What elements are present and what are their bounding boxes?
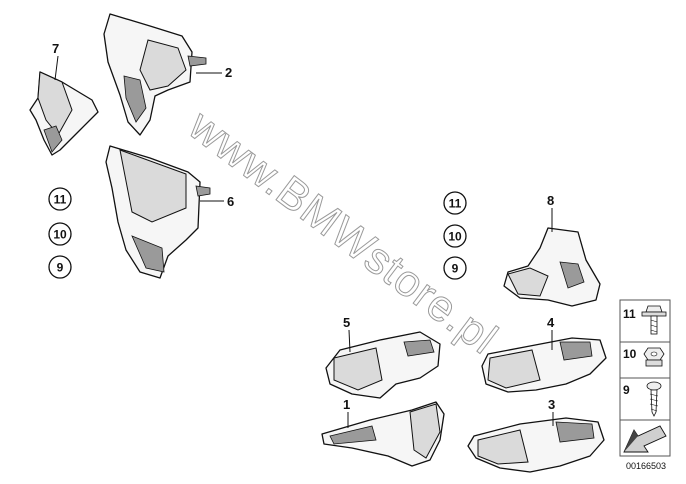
hex-nut-icon bbox=[643, 347, 665, 367]
part-6-drawing bbox=[105, 145, 211, 279]
legend-cell-11 bbox=[619, 299, 671, 343]
circle-left-10-label: 10 bbox=[53, 228, 67, 242]
legend-label-10: 10 bbox=[623, 347, 637, 361]
callout-1: 1 bbox=[343, 397, 350, 412]
circle-right-10-label: 10 bbox=[448, 230, 462, 244]
circle-left-9 bbox=[48, 255, 72, 279]
legend-cell-9 bbox=[619, 377, 671, 421]
part-7-drawing bbox=[29, 71, 99, 156]
callout-3: 3 bbox=[548, 397, 555, 412]
circle-right-11-label: 11 bbox=[449, 197, 462, 211]
circle-left-11-label: 11 bbox=[54, 193, 67, 207]
circle-left-10 bbox=[48, 222, 72, 246]
part-5-drawing bbox=[325, 331, 441, 399]
part-3-drawing bbox=[467, 417, 605, 473]
callout-4: 4 bbox=[547, 315, 555, 330]
callout-8: 8 bbox=[547, 193, 554, 208]
circle-right-10 bbox=[443, 224, 467, 248]
part-7-leader bbox=[54, 55, 59, 81]
circle-right-9-label: 9 bbox=[452, 262, 459, 276]
screw-with-washer-icon bbox=[641, 305, 667, 335]
part-2-drawing bbox=[103, 13, 207, 136]
callout-2: 2 bbox=[225, 65, 232, 80]
legend-label-11: 11 bbox=[623, 307, 636, 321]
legend-label-9: 9 bbox=[623, 383, 630, 397]
part-1-drawing bbox=[321, 401, 445, 467]
fastener-legend: 11 10 9 bbox=[619, 299, 671, 457]
part-5-leader bbox=[348, 329, 351, 353]
self-tapping-screw-icon bbox=[646, 381, 662, 417]
circle-right-9 bbox=[443, 256, 467, 280]
direction-arrow-icon bbox=[623, 425, 667, 453]
callout-5: 5 bbox=[343, 315, 350, 330]
circle-right-11 bbox=[443, 191, 467, 215]
callout-7: 7 bbox=[52, 41, 59, 56]
part-4-drawing bbox=[481, 337, 607, 393]
circle-left-9-label: 9 bbox=[57, 261, 64, 275]
diagram-id: 00166503 bbox=[626, 461, 666, 471]
callout-6: 6 bbox=[227, 194, 234, 209]
circled-numbers-right: 11 10 9 bbox=[443, 191, 467, 280]
part-8-drawing bbox=[503, 227, 601, 307]
circled-numbers-left: 11 10 9 bbox=[48, 187, 72, 279]
circle-left-11 bbox=[48, 187, 72, 211]
